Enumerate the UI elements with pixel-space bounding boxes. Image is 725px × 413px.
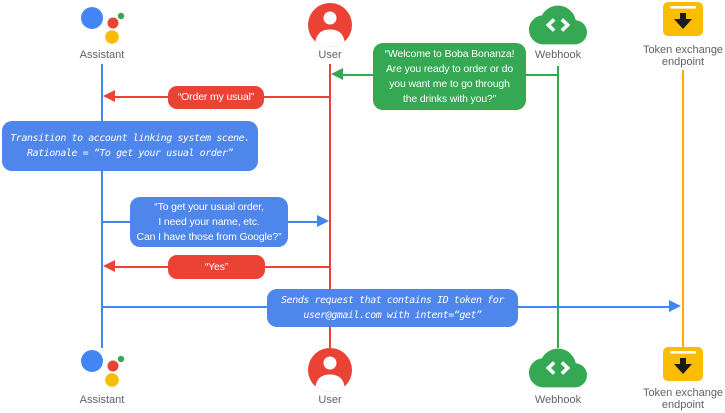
assistant-lifeline [101, 64, 103, 348]
yes-arrowhead [103, 260, 115, 272]
welcome-arrowhead [331, 68, 343, 80]
user-lifeline [329, 64, 331, 348]
ask-google-arrowhead [317, 215, 329, 227]
webhook-icon [529, 5, 587, 45]
webhook-label-top: Webhook [534, 49, 582, 61]
user-icon-bottom [308, 348, 352, 392]
webhook-lifeline [557, 66, 559, 348]
token-endpoint-icon-bottom [663, 347, 703, 381]
user-label-top: User [318, 49, 342, 61]
transition-note-bubble: Transition to account linking system sce… [2, 121, 258, 171]
welcome-message-bubble: “Welcome to Boba Bonanza! Are you ready … [373, 43, 526, 110]
order-usual-arrowhead [103, 90, 115, 102]
user-label-bottom: User [318, 394, 342, 406]
token-endpoint-lifeline [682, 70, 684, 347]
user-icon [308, 3, 352, 47]
assistant-label-top: Assistant [79, 49, 125, 61]
webhook-label-bottom: Webhook [534, 394, 582, 406]
ask-google-bubble: “To get your usual order, I need your na… [130, 197, 288, 247]
token-endpoint-label-top: Token exchange endpoint [642, 44, 724, 68]
webhook-icon-bottom [529, 348, 587, 388]
token-endpoint-label-bottom: Token exchange endpoint [642, 387, 724, 411]
token-endpoint-icon [663, 2, 703, 36]
sends-request-arrowhead [669, 300, 681, 312]
order-usual-bubble: “Order my usual” [168, 86, 264, 109]
assistant-icon-bottom [81, 350, 125, 387]
assistant-icon [81, 7, 125, 44]
sends-request-bubble: Sends request that contains ID token for… [267, 289, 518, 327]
yes-bubble: “Yes” [168, 255, 265, 279]
assistant-label-bottom: Assistant [79, 394, 125, 406]
